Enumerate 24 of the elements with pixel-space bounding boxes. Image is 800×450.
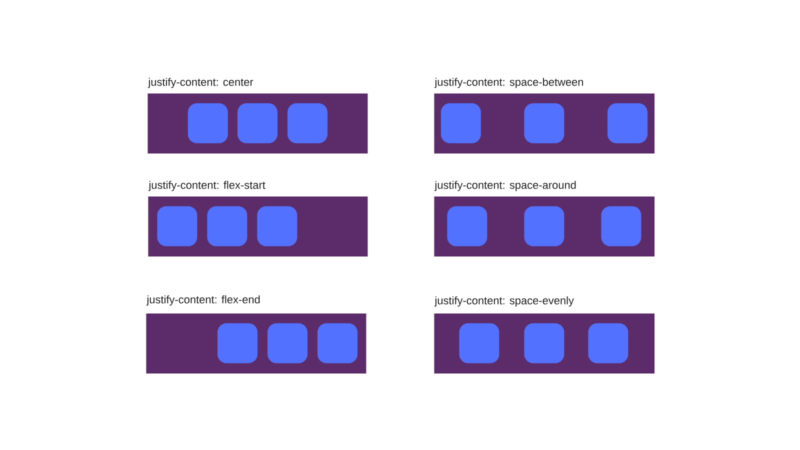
flex-item xyxy=(524,323,564,364)
flex-item xyxy=(601,206,642,246)
heading-label: justify-content: flex-start xyxy=(148,180,266,192)
flex-item xyxy=(588,323,628,364)
heading-label: justify-content: flex-end xyxy=(146,295,260,306)
flex-item xyxy=(440,103,481,144)
flex-item xyxy=(288,103,328,144)
flex-item xyxy=(447,206,488,246)
flex-item xyxy=(268,323,308,364)
heading-label: justify-content: center xyxy=(148,78,254,88)
flex-item xyxy=(257,206,298,246)
flex-item xyxy=(318,323,358,364)
flex-item xyxy=(524,206,564,246)
heading-label: justify-content: space-around xyxy=(434,180,576,192)
flex-item xyxy=(459,323,500,364)
flex-item xyxy=(157,206,198,246)
flex-item xyxy=(608,103,648,144)
flex-item xyxy=(207,206,248,246)
flex-item xyxy=(188,103,228,144)
heading-label: justify-content: space-between xyxy=(434,78,583,88)
flex-item xyxy=(238,103,278,144)
heading-label: justify-content: space-evenly xyxy=(434,296,574,307)
flex-item xyxy=(524,103,564,144)
flex-item xyxy=(218,323,258,364)
